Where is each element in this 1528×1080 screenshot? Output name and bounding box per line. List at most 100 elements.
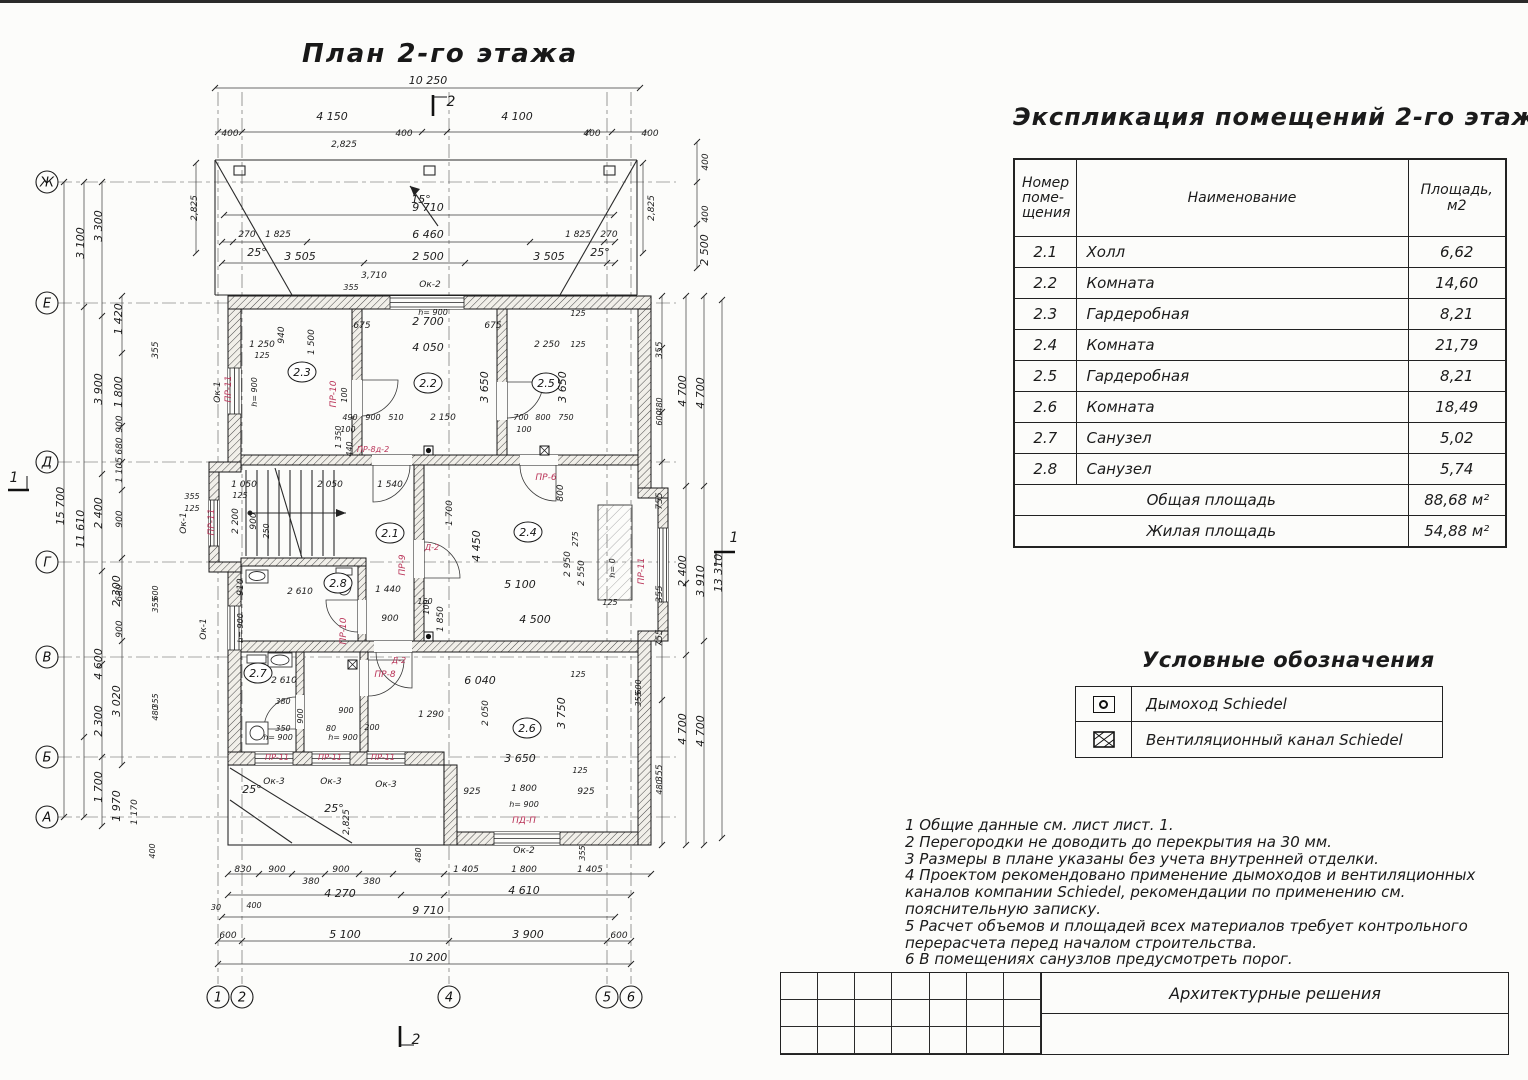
titleblock-cell: [781, 973, 819, 1000]
dim-label: 9 710: [412, 904, 444, 917]
dim-label: 380: [275, 697, 290, 706]
dim-label: 275: [571, 531, 580, 546]
note-line: 1 Общие данные см. лист лист. 1.: [905, 816, 1174, 834]
door-tag: ПР-11: [318, 753, 342, 762]
titleblock-cell: [818, 1027, 856, 1054]
scan-edge: [0, 0, 1528, 3]
dim-label: 910: [236, 578, 246, 595]
dim-label: 125: [570, 670, 585, 679]
dim-tick: [461, 259, 469, 267]
dim-label: 1: [10, 470, 19, 486]
dim-tick: [303, 238, 311, 246]
room-number-bubble: [531, 372, 561, 394]
dim-label: 4 700: [676, 713, 689, 745]
dim-label: 2: [447, 94, 456, 110]
dim-label: 100: [340, 387, 349, 402]
chimney-icon: [1092, 695, 1115, 713]
dim-tick: [224, 870, 232, 878]
dim-label: 1 405: [453, 865, 479, 875]
cell-room-number: 2.2: [1013, 267, 1077, 299]
dim-label: 3 910: [694, 565, 707, 597]
note-line: 2 Перегородки не доводить до перекрытия …: [905, 832, 1332, 851]
door-tag: Д-2: [424, 543, 439, 552]
dim-label: 25°: [247, 246, 267, 259]
dim-tick: [627, 891, 635, 899]
dim-label: 200: [364, 723, 379, 732]
door-tag: ПР-9: [398, 554, 408, 575]
dim-tick: [639, 249, 647, 257]
dim-label: 675: [353, 321, 370, 331]
dim-label: 1 350: [334, 426, 343, 449]
dim-label: 125: [572, 766, 587, 775]
dim-label: Ок-1: [179, 512, 189, 534]
dim-label: 355: [151, 341, 161, 358]
dim-tick: [98, 312, 106, 320]
room-number: 2.3: [293, 366, 311, 379]
dim-label: 3 300: [92, 210, 105, 242]
dim-tick: [288, 870, 296, 878]
titleblock-cell: [855, 1027, 893, 1054]
room-number: 2.4: [519, 526, 537, 539]
dim-tick: [658, 292, 666, 300]
dim-label: 3,710: [361, 271, 387, 281]
dim-label: 5 100: [504, 578, 536, 591]
dim-label: h= 900: [236, 613, 245, 643]
dim-label: 2,825: [342, 809, 352, 835]
dim-tick: [718, 296, 726, 304]
dim-label: 1 700: [445, 500, 455, 526]
titleblock-cell: [966, 1027, 1004, 1054]
dim-tick: [658, 408, 666, 416]
dim-tick: [647, 870, 655, 878]
axis-bubble: [206, 985, 230, 1009]
dim-tick: [682, 292, 690, 300]
dim-label: 2 550: [577, 560, 587, 586]
titleblock-cell: [855, 973, 893, 1000]
cell-room-area: 14,60: [1407, 267, 1507, 299]
dim-label: 10 250: [409, 74, 448, 87]
titleblock-cell: [818, 973, 856, 1000]
titleblock-cell: [892, 1027, 930, 1054]
axis-label: 5: [603, 991, 611, 1006]
cell-room-area: 8,21: [1407, 298, 1507, 330]
dim-label: 755: [655, 629, 665, 646]
dim-label: 925: [577, 787, 594, 797]
axis-label: 2: [238, 991, 246, 1006]
door-tag: ПР-11: [371, 753, 395, 762]
dim-label: 4 600: [92, 648, 105, 680]
dim-tick: [80, 178, 88, 186]
total-value: 88,68 м²: [1407, 484, 1507, 516]
dim-tick: [682, 841, 690, 849]
dim-tick: [238, 128, 246, 136]
dim-tick: [718, 834, 726, 842]
dim-label: 4 500: [519, 613, 551, 626]
door-tag: ПР-11: [637, 558, 647, 585]
dim-label: 510: [388, 413, 403, 422]
cell-room-area: 8,21: [1407, 360, 1507, 392]
room-tags: 2.12.22.32.42.52.62.72.8: [243, 361, 561, 739]
dim-label: 100: [340, 425, 355, 434]
doors: [263, 379, 558, 730]
dim-label: 830: [234, 865, 251, 875]
titleblock-cell: [818, 1000, 856, 1027]
axis-label: 1: [214, 991, 222, 1006]
dim-label: 4 150: [316, 110, 348, 123]
dimension-lines: [60, 84, 726, 968]
dim-tick: [355, 870, 363, 878]
dim-label: 2 200: [231, 508, 241, 534]
dim-label: 4 450: [470, 530, 483, 562]
dim-tick: [118, 458, 126, 466]
dim-label: 380: [302, 877, 319, 887]
cell-room-area: 5,74: [1407, 453, 1507, 485]
dim-label: 1 405: [577, 865, 603, 875]
dim-label: 3 650: [478, 371, 491, 403]
dim-label: 6 040: [464, 674, 496, 687]
titleblock-cell: [781, 1027, 819, 1054]
dim-label: 900: [115, 620, 125, 637]
legend-label: Дымоход Schiedel: [1146, 695, 1287, 713]
dim-tick: [682, 651, 690, 659]
